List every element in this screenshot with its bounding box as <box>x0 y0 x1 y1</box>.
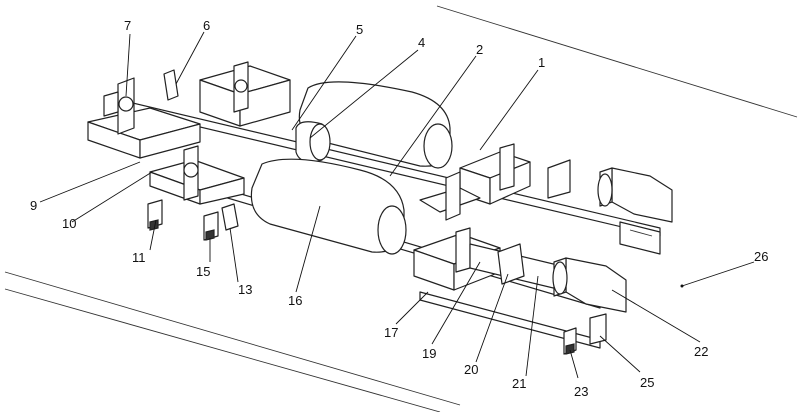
boundary-lines <box>4 5 798 412</box>
label-1: 1 <box>538 55 545 70</box>
label-4: 4 <box>418 35 425 50</box>
label-15: 15 <box>196 264 210 279</box>
front-shaft-assembly <box>147 145 627 355</box>
label-26: 26 <box>754 249 768 264</box>
label-22: 22 <box>694 344 708 359</box>
rear-shaft-assembly <box>87 61 673 255</box>
part-labels: 7 6 5 4 2 1 9 10 11 15 13 16 17 19 20 21… <box>30 18 768 399</box>
label-11: 11 <box>132 250 146 265</box>
leader-lines <box>39 31 755 379</box>
label-16: 16 <box>288 293 302 308</box>
label-20: 20 <box>464 362 478 377</box>
label-2: 2 <box>476 42 483 57</box>
label-13: 13 <box>238 282 252 297</box>
label-7: 7 <box>124 18 131 33</box>
label-19: 19 <box>422 346 436 361</box>
label-23: 23 <box>574 384 588 399</box>
label-25: 25 <box>640 375 654 390</box>
label-6: 6 <box>203 18 210 33</box>
marker-dot <box>680 284 684 288</box>
label-9: 9 <box>30 198 37 213</box>
label-21: 21 <box>512 376 526 391</box>
label-10: 10 <box>62 216 76 231</box>
label-5: 5 <box>356 22 363 37</box>
label-17: 17 <box>384 325 398 340</box>
